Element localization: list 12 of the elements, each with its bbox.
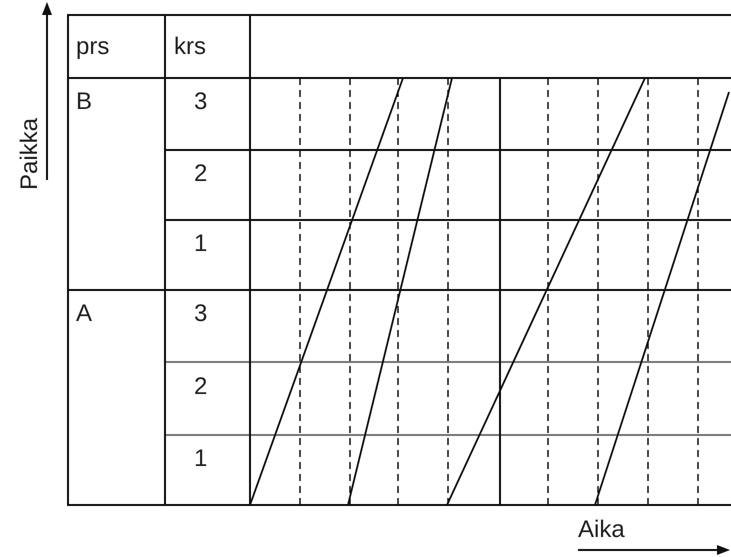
axis-label: Paikka: [18, 118, 42, 190]
row-label: 3: [194, 302, 208, 326]
column-header: prs: [76, 35, 110, 59]
row-label: 2: [194, 375, 208, 399]
axis-label: Aika: [578, 518, 625, 542]
row-label: A: [76, 302, 92, 326]
row-label: B: [76, 90, 92, 114]
row-label: 1: [194, 447, 208, 471]
row-label: 1: [194, 232, 208, 256]
row-label: 2: [194, 162, 208, 186]
column-header: krs: [174, 35, 206, 59]
row-label: 3: [194, 90, 208, 114]
